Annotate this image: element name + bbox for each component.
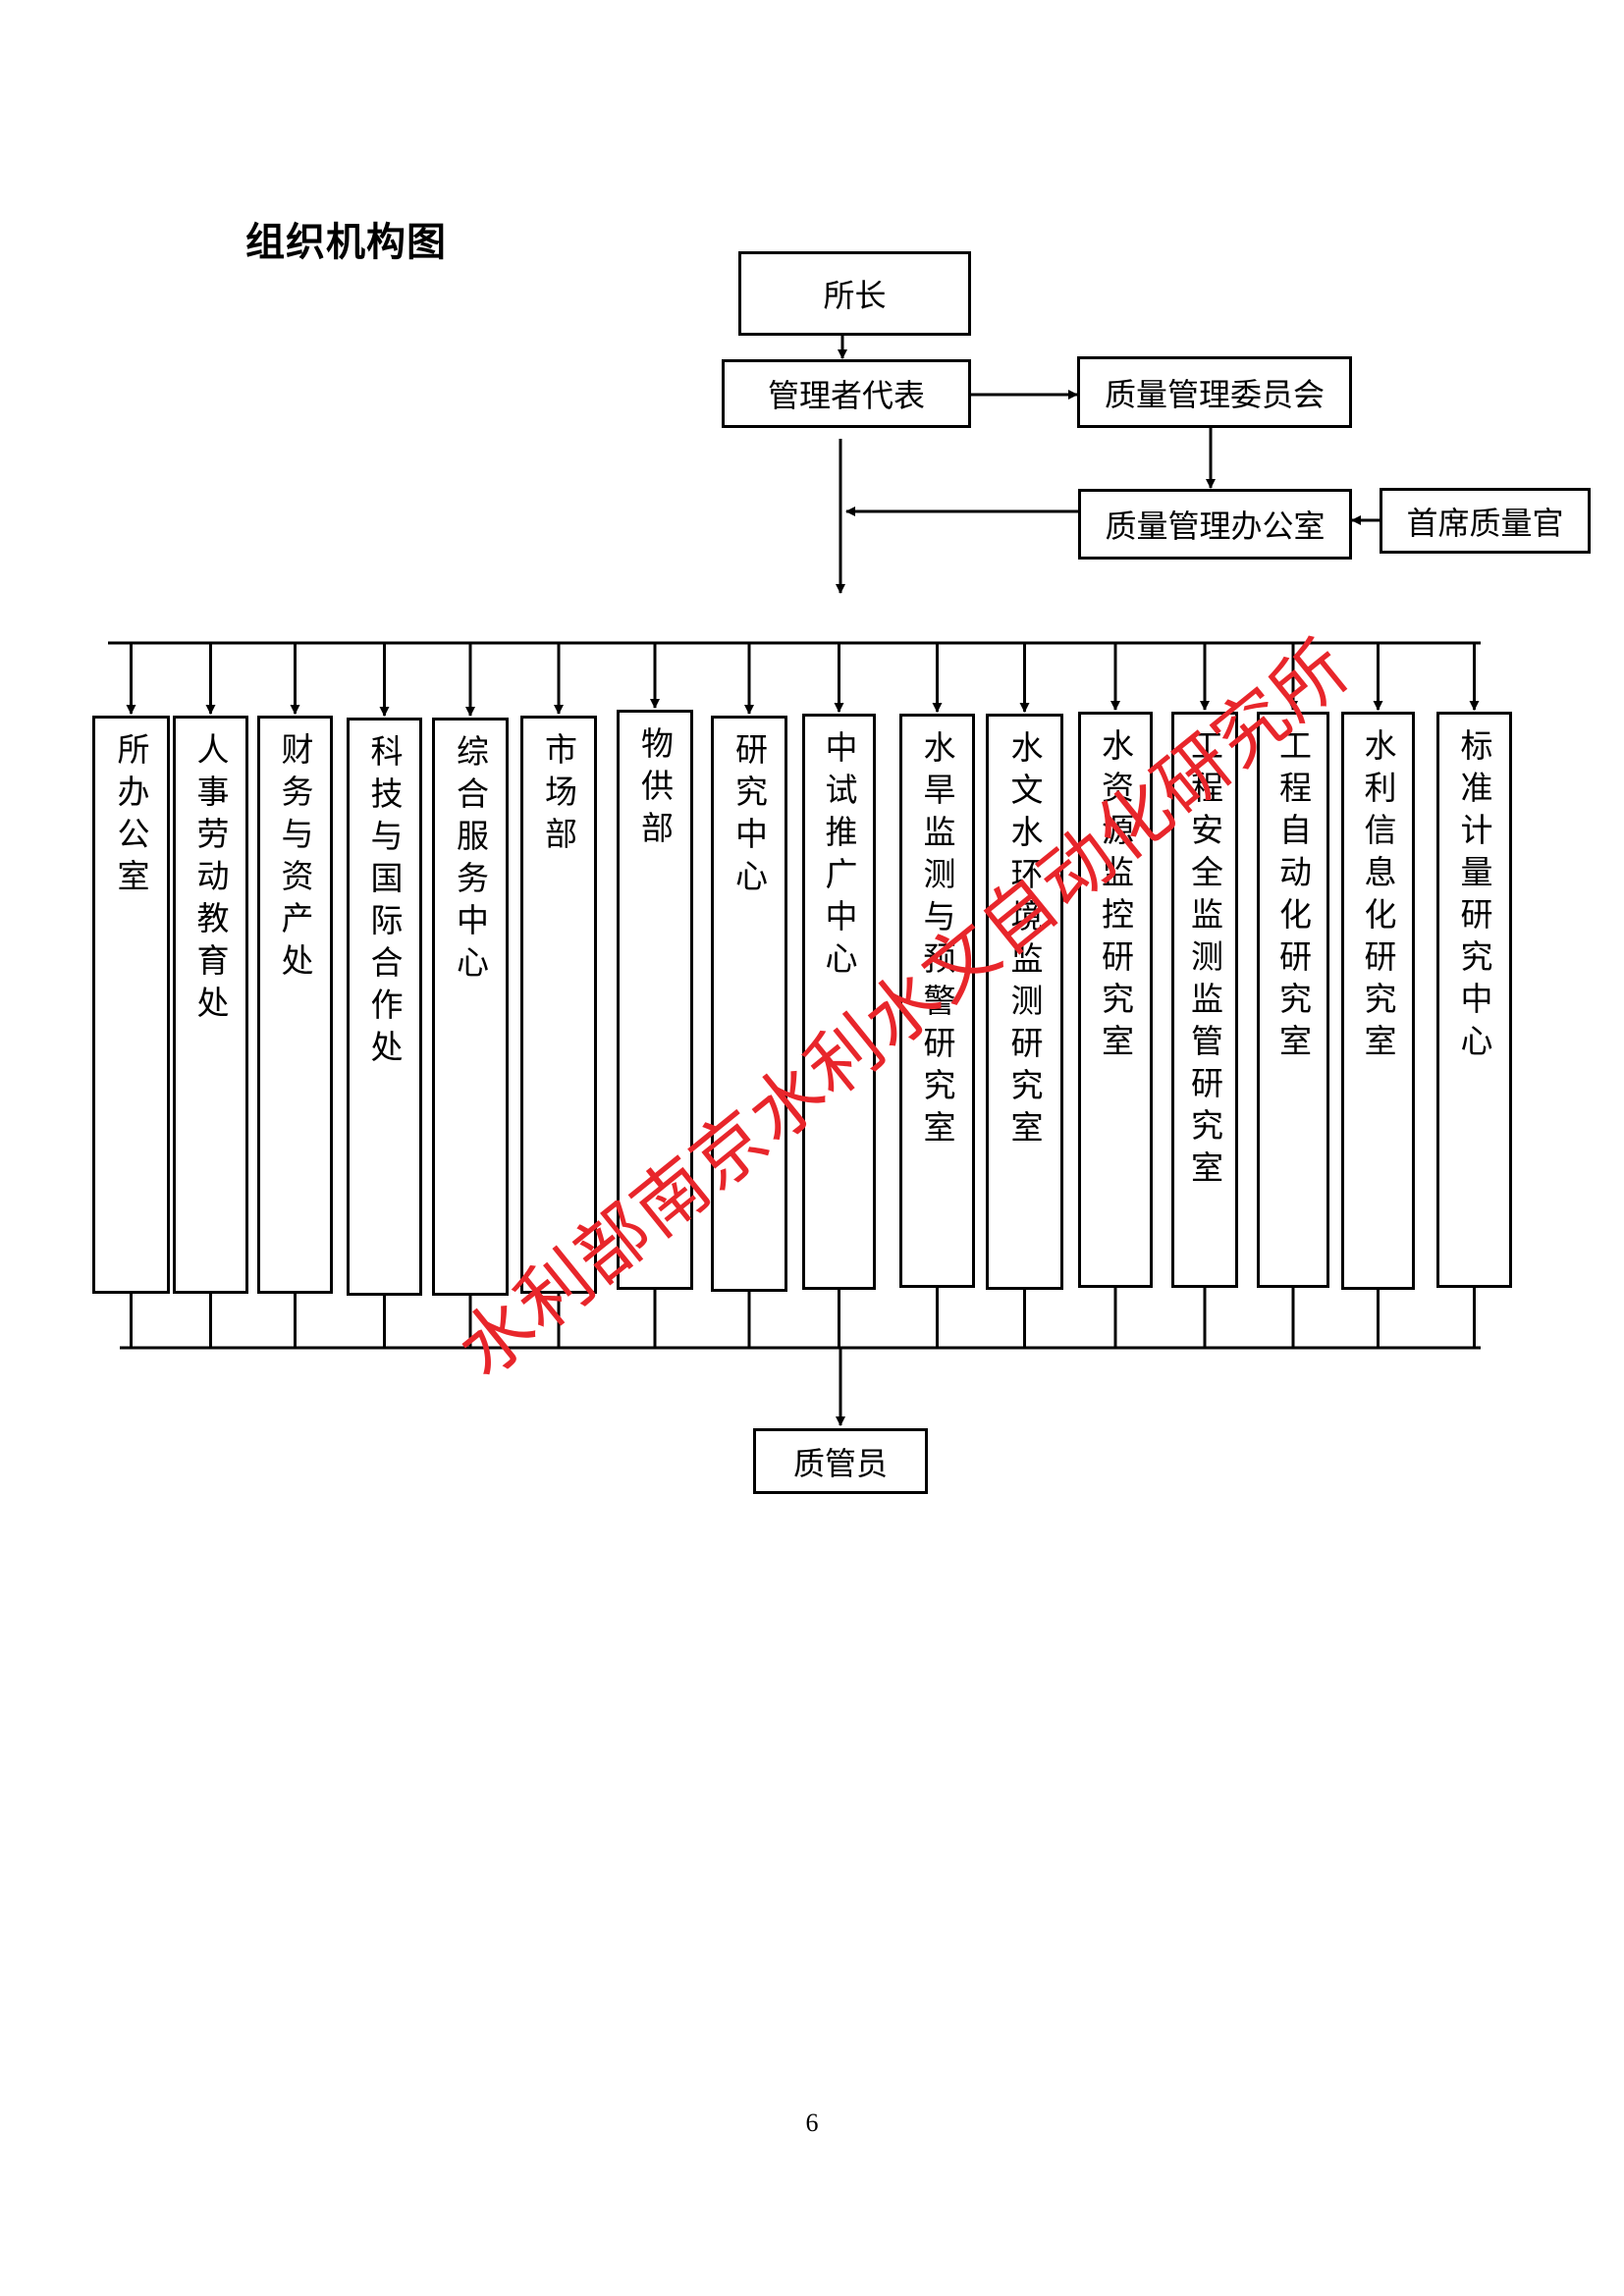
department-label: 研究中心 — [730, 732, 769, 901]
quality-committee-box: 质量管理委员会 — [1077, 356, 1352, 428]
department-label: 中试推广中心 — [820, 730, 858, 984]
quality-committee-label: 质量管理委员会 — [1104, 375, 1325, 413]
department-box: 综合服务中心 — [432, 718, 509, 1296]
department-label: 科技与国际合作处 — [365, 734, 404, 1072]
department-box: 研究中心 — [711, 716, 787, 1292]
department-box: 中试推广中心 — [802, 714, 876, 1290]
department-label: 水资源监控研究室 — [1096, 728, 1135, 1066]
director-label: 所长 — [823, 277, 887, 314]
department-box: 市场部 — [520, 716, 597, 1294]
department-box: 水利信息化研究室 — [1341, 712, 1415, 1290]
department-box: 工程安全监测监管研究室 — [1171, 712, 1238, 1288]
director-box: 所长 — [738, 251, 971, 336]
department-label: 所办公室 — [112, 732, 150, 901]
department-box: 人事劳动教育处 — [173, 716, 248, 1294]
chief-quality-officer-label: 首席质量官 — [1406, 504, 1564, 542]
management-rep-box: 管理者代表 — [722, 359, 971, 428]
department-label: 财务与资产处 — [276, 732, 314, 986]
department-label: 人事劳动教育处 — [191, 732, 230, 1028]
quality-inspector-box: 质管员 — [753, 1428, 928, 1494]
department-box: 水资源监控研究室 — [1078, 712, 1153, 1288]
department-box: 水文水环境监测研究室 — [986, 714, 1063, 1290]
department-box: 财务与资产处 — [257, 716, 333, 1294]
department-label: 工程安全监测监管研究室 — [1185, 728, 1224, 1193]
department-box: 物供部 — [617, 710, 693, 1290]
department-box: 科技与国际合作处 — [347, 718, 422, 1296]
quality-office-box: 质量管理办公室 — [1078, 489, 1352, 560]
department-label: 物供部 — [635, 726, 675, 853]
department-label: 水利信息化研究室 — [1359, 728, 1397, 1066]
department-label: 水文水环境监测研究室 — [1005, 730, 1044, 1152]
page-title: 组织机构图 — [245, 220, 447, 265]
department-label: 工程自动化研究室 — [1273, 728, 1313, 1066]
department-label: 水旱监测与预警研究室 — [918, 730, 956, 1152]
management-rep-label: 管理者代表 — [767, 377, 925, 414]
department-label: 综合服务中心 — [451, 734, 490, 988]
department-label: 市场部 — [539, 732, 578, 859]
quality-office-label: 质量管理办公室 — [1105, 507, 1326, 545]
department-box: 所办公室 — [92, 716, 170, 1294]
department-box: 工程自动化研究室 — [1257, 712, 1329, 1288]
page-number: 6 — [805, 2109, 819, 2137]
chief-quality-officer-box: 首席质量官 — [1380, 488, 1591, 554]
quality-inspector-label: 质管员 — [792, 1444, 888, 1482]
department-label: 标准计量研究中心 — [1455, 728, 1493, 1066]
department-box: 标准计量研究中心 — [1436, 712, 1512, 1288]
department-box: 水旱监测与预警研究室 — [899, 714, 975, 1288]
